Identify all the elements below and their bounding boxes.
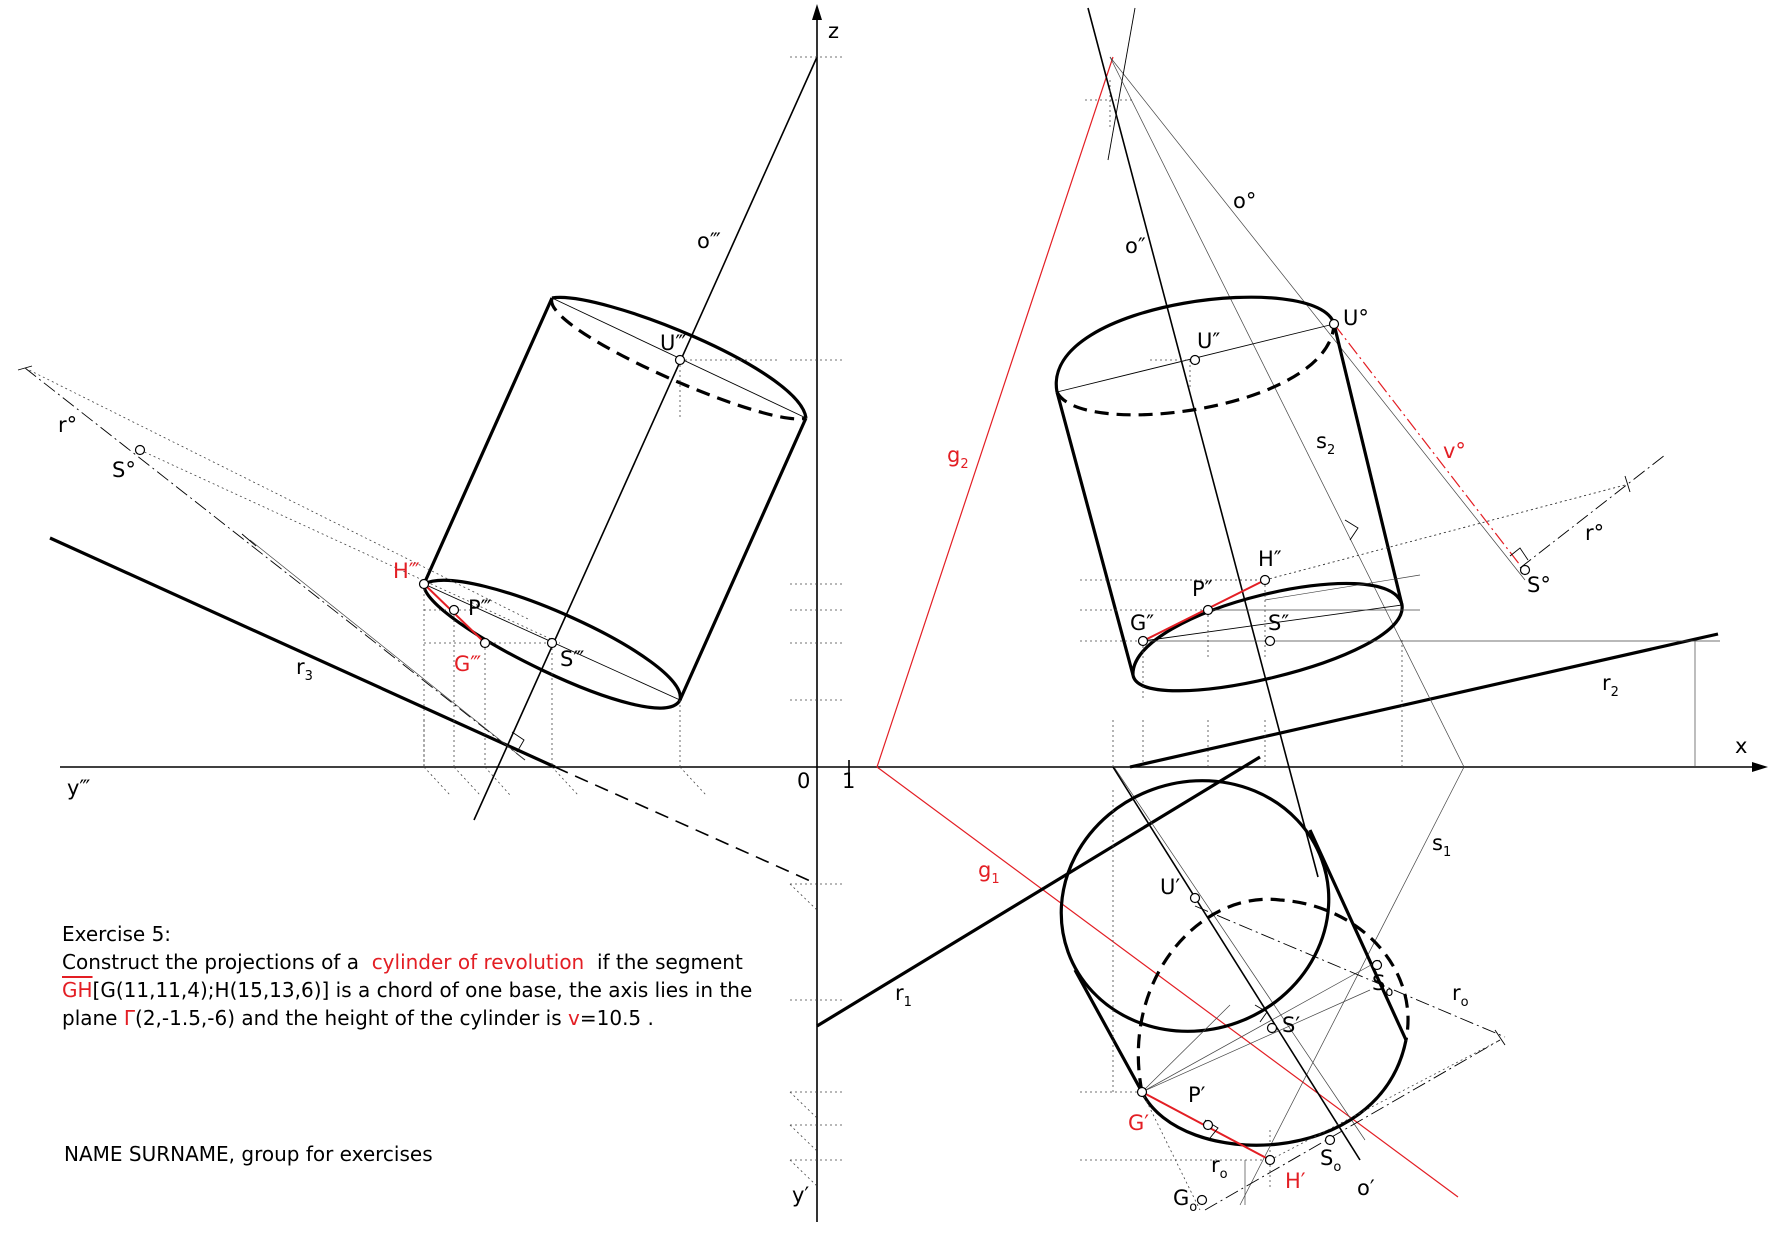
label-vo: v° [1443,439,1466,463]
label-P2: P″ [1192,577,1213,601]
label-H3: H‴ [393,559,420,583]
label-So-a: So [1372,971,1393,1000]
label-Uo: U° [1343,306,1369,330]
coordinate-axes [60,4,1768,1222]
label-S1: S′ [1282,1013,1300,1037]
label-r1: r1 [895,981,912,1010]
label-ro-left: r° [58,413,77,437]
label-o3: o‴ [697,229,721,253]
label-H2: H″ [1258,547,1282,571]
exercise-statement: Exercise 5: Construct the projections of… [62,920,752,1032]
label-P3: P‴ [468,596,492,620]
label-U1: U′ [1160,875,1180,899]
label-H1: H′ [1285,1169,1306,1193]
label-s1: s1 [1432,831,1451,860]
label-g2: g2 [947,443,969,472]
label-g1: g1 [978,858,1000,887]
x-axis-label: x [1735,734,1747,758]
label-So-right: S° [1527,573,1551,597]
label-oo: o° [1233,189,1256,213]
label-So-b: So [1320,1146,1341,1175]
exercise-line-3: plane Γ(2,-1.5,-6) and the height of the… [62,1006,654,1030]
exercise-title: Exercise 5: [62,922,172,946]
label-r3: r3 [296,655,313,684]
label-G1: G′ [1128,1111,1149,1135]
labels: x z y‴ y′ 0 1 o‴ o″ o′ o° U‴ U″ U′ U° H‴… [58,19,1747,1215]
label-G3: G‴ [454,652,481,676]
label-ro-a: ro [1452,981,1469,1010]
origin-label: 0 [797,769,810,793]
label-o1: o′ [1357,1176,1375,1200]
y1-axis-label: y′ [792,1183,809,1207]
label-r2: r2 [1602,671,1619,700]
label-ro-right: r° [1585,521,1604,545]
top-view [789,755,1506,1211]
label-ro-b: ro [1211,1153,1228,1182]
label-U2: U″ [1197,329,1220,353]
label-P1: P′ [1188,1083,1206,1107]
label-Go: Go [1173,1186,1197,1215]
front-view [876,7,1720,878]
exercise-line-1: Construct the projections of a cylinder … [62,950,743,974]
side-view [17,56,845,885]
label-s2: s2 [1316,429,1335,458]
y3-axis-label: y‴ [67,776,90,800]
label-o2: o″ [1125,234,1146,258]
label-S2: S″ [1268,611,1289,635]
unit-label: 1 [842,769,855,793]
label-So-left: S° [112,458,136,482]
z-axis-label: z [828,19,839,43]
exercise-line-2: GH[G(11,11,4);H(15,13,6)] is a chord of … [62,978,753,1002]
label-G2: G″ [1130,611,1154,635]
label-S3: S‴ [560,647,584,671]
author-line: NAME SURNAME, group for exercises [64,1142,433,1166]
label-U3: U‴ [660,331,686,355]
